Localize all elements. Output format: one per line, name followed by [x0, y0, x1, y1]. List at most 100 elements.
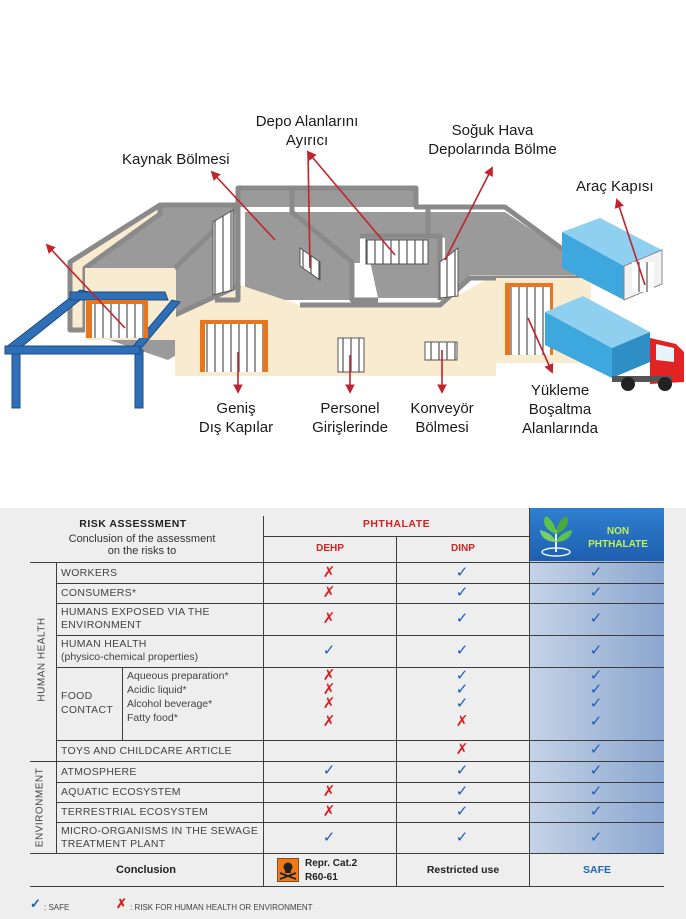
label-loading-line2: Boşaltma [528, 401, 592, 418]
label-loading-line3: Alanlarında [522, 420, 598, 437]
check-icon: ✓ [589, 564, 603, 581]
check-icon: ✓ [322, 829, 336, 846]
group-human-health: HUMAN HEALTH [36, 617, 48, 702]
risk-assessment-sub2: on the risks to [107, 545, 177, 557]
check-icon: ✓ [589, 713, 603, 730]
check-icon: ✓ [589, 741, 603, 758]
check-icon: ✓ [589, 829, 603, 846]
arrow-welding-2 [210, 170, 276, 241]
check-icon: ✓ [455, 783, 469, 800]
legend-safe-text: : SAFE [44, 903, 70, 912]
non-phthalate-header-bg [530, 508, 664, 561]
grid-line [122, 668, 123, 740]
legend-risk-text: : RISK FOR HUMAN HEALTH OR ENVIRONMENT [130, 903, 313, 912]
label-personnel: Personel Girişlerinde [300, 399, 400, 437]
warehouse-diagram: Kaynak Bölmesi Depo Alanlarını Ayırıcı S… [4, 112, 684, 437]
grid-line [56, 563, 57, 853]
check-icon: ✓ [455, 762, 469, 779]
non-phthalate-label-1: NON [606, 526, 630, 537]
cross-icon: ✗ [322, 584, 336, 601]
label-personnel-line2: Girişlerinde [312, 419, 388, 436]
grid-line [56, 603, 664, 604]
row-consumers: CONSUMERS* [61, 587, 137, 599]
grid-line [56, 782, 664, 783]
conclusion-dehp-2: R60-61 [305, 872, 338, 883]
phthalate-header: PHTHALATE [362, 518, 431, 530]
label-depot-separator: Depo Alanlarını Ayırıcı [248, 112, 366, 150]
cross-icon: ✗ [322, 695, 336, 712]
check-icon: ✓ [455, 564, 469, 581]
check-icon: ✓ [589, 762, 603, 779]
risk-assessment-sub1: Conclusion of the assessment [68, 533, 216, 545]
check-icon: ✓ [589, 610, 603, 627]
grid-line [263, 516, 264, 886]
risk-assessment-table: RISK ASSESSMENT Conclusion of the assess… [0, 508, 686, 919]
check-icon: ✓ [455, 681, 469, 698]
label-loading-line1: Yükleme [530, 382, 590, 399]
label-cold-line1: Soğuk Hava [451, 122, 534, 139]
check-icon: ✓ [455, 642, 469, 659]
check-icon: ✓ [322, 642, 336, 659]
grid-line [30, 853, 664, 854]
row-micro-1: MICRO-ORGANISMS IN THE SEWAGE [61, 825, 259, 837]
food-contact-label-2: CONTACT [61, 704, 114, 716]
cross-icon: ✗ [322, 610, 336, 627]
arrow-depot [306, 150, 396, 256]
conclusion-dinp: Restricted use [426, 864, 500, 876]
row-atmosphere: ATMOSPHERE [61, 766, 137, 778]
cross-icon: ✗ [322, 667, 336, 684]
conclusion-label: Conclusion [116, 864, 176, 876]
row-human-health-1: HUMAN HEALTH [61, 638, 147, 650]
conclusion-non: SAFE [582, 864, 611, 876]
toxic-hazard-icon [277, 858, 299, 882]
grid-line [30, 886, 664, 887]
cross-icon: ✗ [322, 681, 336, 698]
cross-icon: ✗ [322, 564, 336, 581]
cross-icon: ✗ [322, 783, 336, 800]
non-phthalate-label-2: PHTHALATE [588, 539, 648, 550]
label-personnel-line1: Personel [320, 400, 380, 417]
label-wide-line1: Geniş [216, 400, 256, 417]
check-icon: ✓ [455, 803, 469, 820]
label-depot-line2: Ayırıcı [285, 132, 329, 149]
label-welding: Kaynak Bölmesi [122, 151, 230, 168]
grid-line [396, 536, 397, 886]
grid-line [56, 635, 664, 636]
arrow-vehicle [614, 198, 646, 286]
grid-line [56, 583, 664, 584]
check-icon: ✓ [589, 642, 603, 659]
legend-safe-icon: ✓ [30, 896, 41, 911]
check-icon: ✓ [455, 584, 469, 601]
grid-line [56, 667, 664, 668]
check-icon: ✓ [589, 783, 603, 800]
trucks [545, 218, 684, 391]
row-toys: TOYS AND CHILDCARE ARTICLE [61, 745, 232, 757]
check-icon: ✓ [589, 681, 603, 698]
check-icon: ✓ [589, 803, 603, 820]
grid-line [263, 536, 529, 537]
label-cold-line2: Depolarında Bölme [428, 141, 557, 158]
label-conveyor: Konveyör Bölmesi [392, 399, 492, 437]
risk-assessment-title: RISK ASSESSMENT [79, 518, 187, 530]
dehp-header: DEHP [316, 543, 344, 554]
cross-icon: ✗ [455, 713, 469, 730]
row-aqueous: Aqueous preparation* [127, 670, 229, 682]
arrow-depot-2 [307, 151, 311, 269]
row-micro-2: TREATMENT PLANT [61, 838, 166, 850]
label-vehicle-door: Araç Kapısı [576, 178, 654, 195]
row-humans-exposed-2: ENVIRONMENT [61, 619, 142, 631]
check-icon: ✓ [455, 829, 469, 846]
label-conveyor-line1: Konveyör [410, 400, 474, 417]
arrow-welding [45, 243, 126, 329]
check-icon: ✓ [322, 762, 336, 779]
label-wide-line2: Dış Kapılar [198, 419, 274, 436]
row-alcohol: Alcohol beverage* [127, 698, 213, 710]
food-contact-label-1: FOOD [61, 690, 93, 702]
row-humans-exposed-1: HUMANS EXPOSED VIA THE [61, 606, 210, 618]
cross-icon: ✗ [322, 713, 336, 730]
cross-icon: ✗ [322, 803, 336, 820]
row-fatty: Fatty food* [127, 712, 178, 724]
row-human-health-2: (physico-chemical properties) [61, 651, 199, 663]
check-icon: ✓ [589, 584, 603, 601]
check-icon: ✓ [589, 695, 603, 712]
